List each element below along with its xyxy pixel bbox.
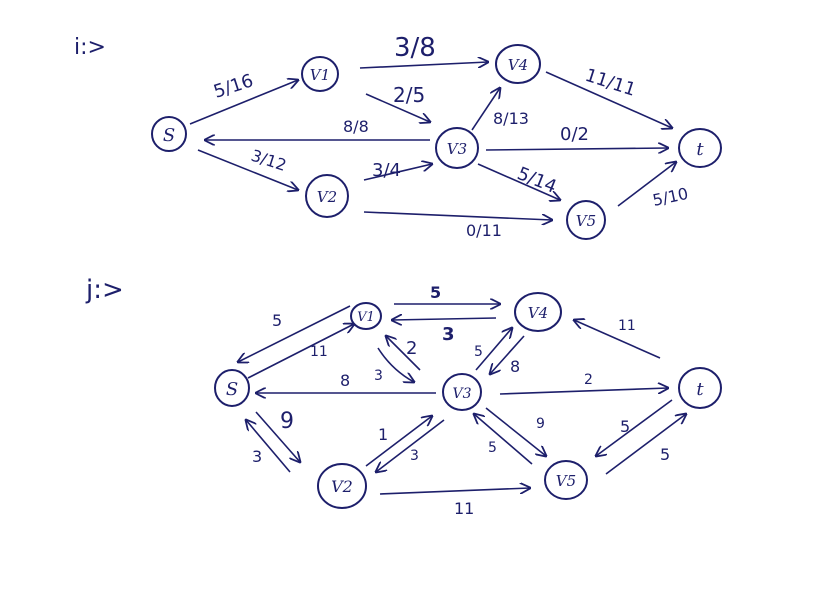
- edge-label-v2-v5: 0/11: [466, 221, 502, 240]
- edge-v3-v5: [485, 407, 546, 456]
- edge-label-v1-v4: 5: [430, 283, 441, 302]
- node-v5: V5: [544, 460, 588, 500]
- edge-t-v4: [574, 320, 661, 359]
- edge-label-v1-s: 5: [272, 311, 282, 330]
- edge-label-v4-v1: 3: [442, 324, 455, 345]
- node-v2-label: V2: [317, 188, 337, 206]
- node-v2: V2: [305, 174, 349, 218]
- edge-label-v2-v5: 11: [454, 499, 474, 518]
- diagram-i: i:> 5/16 3/12 8/8 3/8 2/5 3/4 0/11 8/13 …: [74, 33, 722, 240]
- edge-s-v2: [255, 411, 300, 462]
- edge-label-v3-t: 0/2: [560, 124, 589, 145]
- edge-label-v2-v3: 3/4: [372, 160, 401, 181]
- edge-label-v3-t: 2: [584, 372, 593, 388]
- edge-v1-s: [238, 305, 351, 362]
- edge-v3-v2: [376, 419, 445, 472]
- edge-s-v2: [197, 149, 298, 190]
- node-s-label: S: [163, 125, 175, 146]
- edge-label-v5-t: 5: [660, 445, 670, 464]
- node-v3-label: V3: [452, 386, 471, 402]
- node-v1-label: V1: [357, 310, 375, 325]
- edge-v5-t: [617, 162, 676, 207]
- node-v3-label: V3: [447, 140, 467, 158]
- edge-v4-t: [545, 71, 672, 128]
- edge-v5-v3: [474, 414, 533, 465]
- edge-label-s-v2: 3/12: [249, 146, 289, 175]
- edge-label-v3-s: 8/8: [343, 117, 369, 136]
- edge-label-t-v4: 11: [618, 318, 636, 334]
- edge-v2-v5: [363, 211, 552, 220]
- node-s: S: [151, 116, 187, 152]
- node-v5-label: V5: [556, 472, 576, 490]
- node-s: S: [214, 369, 250, 407]
- node-v1: V1: [301, 56, 339, 92]
- edge-label-v1-v3: 3: [374, 368, 383, 384]
- edge-v3-v4: [471, 88, 500, 131]
- node-v3: V3: [435, 127, 479, 169]
- edge-v2-s: [246, 420, 291, 473]
- edge-v2-v3: [365, 416, 432, 467]
- edge-label-v4-t: 11/11: [582, 65, 638, 101]
- edge-v4-v3: [490, 335, 525, 374]
- edge-v1-v4: [359, 62, 488, 69]
- edge-v3-t: [499, 388, 668, 395]
- edge-label-v3-v5: 5/14: [514, 163, 559, 198]
- edge-label-v3-s: 8: [340, 371, 350, 390]
- edge-label-s-v2: 9: [280, 409, 294, 434]
- edge-label-v1-v4: 3/8: [394, 33, 436, 63]
- edge-v3-t: [485, 148, 668, 150]
- edge-label-v3-v4: 8/13: [493, 109, 529, 128]
- node-s-label: S: [226, 379, 238, 400]
- node-v3: V3: [442, 373, 482, 411]
- edge-label-v3-v4: 5: [474, 344, 483, 360]
- edge-v5-t: [605, 414, 686, 475]
- edge-label-t-v5: 5: [620, 417, 630, 436]
- edge-v3-v1: [386, 336, 421, 371]
- edge-label-s-v1: 5/16: [211, 70, 256, 102]
- edge-label-v2-v3: 1: [378, 425, 388, 444]
- edge-v1-v3: [365, 93, 430, 122]
- node-v1: V1: [350, 302, 382, 330]
- node-t: t: [678, 128, 722, 168]
- edge-label-v5-v3: 5: [488, 440, 497, 456]
- edge-v3-v4: [475, 328, 512, 371]
- edge-s-v1: [247, 324, 354, 379]
- edge-label-v2-s: 3: [252, 447, 262, 466]
- edge-label-v1-v3: 2/5: [393, 83, 425, 107]
- diagram-i-label: i:>: [74, 35, 106, 60]
- node-v4: V4: [514, 292, 562, 332]
- edge-label-v4-v3: 8: [510, 357, 520, 376]
- edge-s-v1: [189, 80, 298, 125]
- edge-label-v3-v5: 9: [536, 416, 545, 432]
- node-t-label: t: [696, 139, 704, 160]
- diagram-j-label: j:>: [85, 275, 124, 305]
- node-v5: V5: [566, 200, 606, 240]
- node-t: t: [678, 367, 722, 409]
- edge-t-v5: [596, 399, 673, 456]
- node-v2-label: V2: [331, 477, 353, 496]
- edge-label-v5-t: 5/10: [651, 184, 690, 210]
- node-v5-label: V5: [576, 212, 596, 230]
- node-v4: V4: [495, 44, 541, 84]
- node-v4-label: V4: [528, 304, 548, 322]
- edge-label-v3-v2: 3: [410, 448, 419, 464]
- node-t-label: t: [696, 379, 704, 400]
- edge-v3-v5: [477, 163, 560, 200]
- node-v4-label: V4: [508, 56, 528, 74]
- edge-v4-v1: [392, 318, 497, 320]
- edge-v2-v5: [379, 488, 530, 495]
- edge-label-v3-v1: 2: [406, 338, 417, 359]
- diagram-j: j:> 5 11 8 9 3 5 3 2 3 5 8 11 2: [85, 275, 722, 518]
- edge-v2-v3: [363, 164, 432, 181]
- node-v1-label: V1: [310, 66, 330, 84]
- node-v2: V2: [317, 463, 367, 509]
- edge-label-s-v1: 11: [310, 344, 328, 360]
- edge-v1-v3: [377, 347, 414, 382]
